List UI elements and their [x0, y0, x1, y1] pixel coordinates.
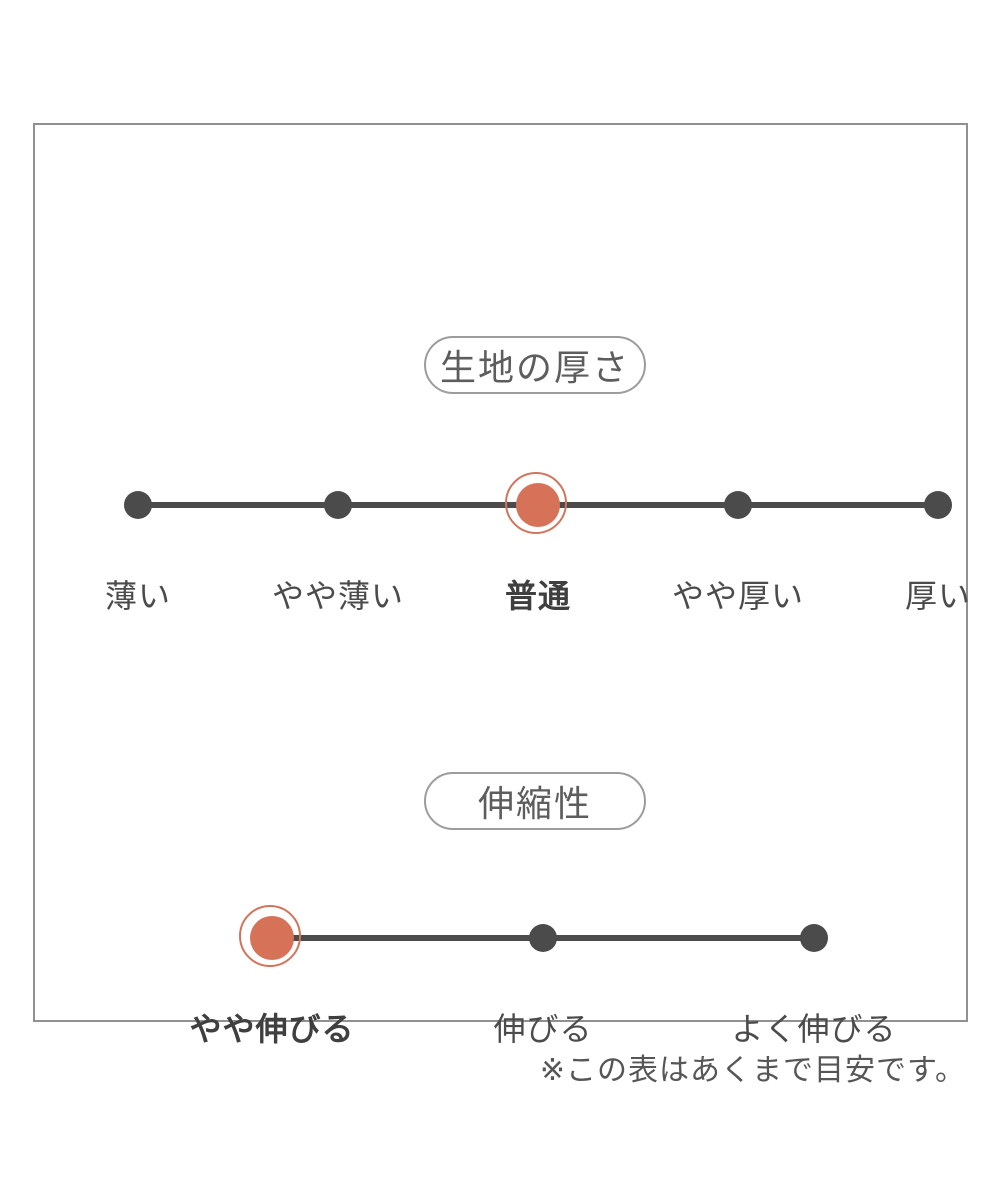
stretch-point-slight-selected: やや伸びる — [190, 905, 354, 1047]
scale-dot — [800, 924, 828, 952]
tick-label: 薄い — [105, 578, 172, 614]
thickness-point-slightly-thin: やや薄い — [272, 477, 403, 614]
section-title-thickness: 生地の厚さ — [439, 347, 630, 388]
section-title-pill-stretch: 伸縮性 — [424, 772, 646, 830]
stretch-scale: やや伸びる 伸びる よく伸びる — [190, 905, 896, 1050]
thickness-point-normal-selected: 普通 — [505, 472, 570, 614]
stretch-point-medium: 伸びる — [494, 910, 592, 1047]
scale-dot — [924, 491, 952, 519]
scale-dot — [324, 491, 352, 519]
thickness-point-thin: 薄い — [105, 477, 170, 614]
thickness-point-slightly-thick: やや厚い — [672, 477, 803, 614]
scale-dot — [724, 491, 752, 519]
tick-label: 伸びる — [493, 1011, 593, 1047]
tick-label-selected: 普通 — [505, 578, 572, 614]
thickness-point-thick: 厚い — [905, 477, 970, 614]
selected-marker-dot — [239, 905, 301, 967]
thickness-scale: 薄い やや薄い 普通 やや厚い 厚い — [105, 472, 970, 617]
tick-label-selected: やや伸びる — [189, 1011, 355, 1047]
selected-marker-dot — [505, 472, 567, 534]
tick-label: よく伸びる — [731, 1011, 897, 1047]
scale-dot — [529, 924, 557, 952]
tick-label: 厚い — [905, 578, 972, 614]
tick-label: やや厚い — [672, 578, 805, 614]
tick-label: やや薄い — [272, 578, 405, 614]
section-title-stretch: 伸縮性 — [477, 783, 592, 824]
disclaimer-note: ※この表はあくまで目安です。 — [539, 1054, 966, 1087]
section-title-pill-thickness: 生地の厚さ — [424, 336, 646, 394]
stretch-point-high: よく伸びる — [732, 910, 896, 1047]
spec-panel: 生地の厚さ 薄い やや薄い 普通 やや厚い 厚い — [33, 123, 970, 1047]
scale-dot — [124, 491, 152, 519]
